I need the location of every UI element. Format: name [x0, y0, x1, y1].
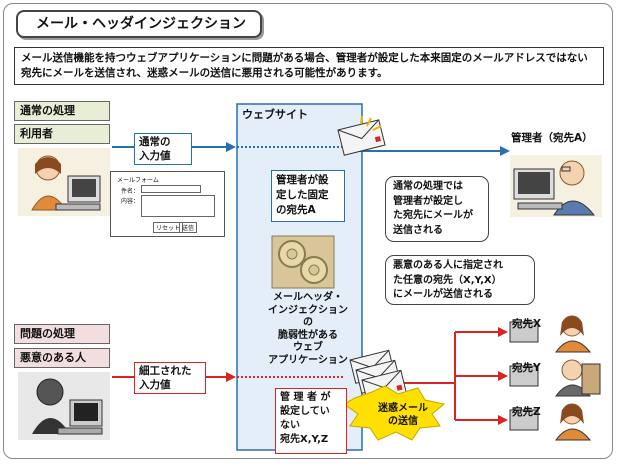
- non-admin-destination-box: 管 理 者 が 設定してい ない 宛先X,Y,Z: [275, 388, 347, 454]
- normal-process-header: 通常の処理: [14, 101, 110, 121]
- user-person-icon: [18, 148, 110, 216]
- spam-label: 迷惑メール の送信: [378, 403, 428, 427]
- form-title: メールフォーム: [117, 177, 159, 184]
- normal-input-label: 通常の 入力値: [134, 133, 192, 165]
- dest-y-label: 宛先Y: [512, 362, 541, 374]
- gear-icon: [271, 235, 335, 289]
- spam-burst-shape: [343, 385, 446, 441]
- fixed-destination-box: 管理者が設 定した固定 の宛先A: [271, 170, 345, 222]
- diagram-title: メール・ヘッダインジェクション: [16, 10, 262, 38]
- form-body-textarea[interactable]: [141, 195, 215, 217]
- form-subject-input[interactable]: [141, 185, 201, 193]
- normal-note-bubble: 通常の処理では 管理者が設定し た宛先にメールが 送信される: [385, 176, 489, 242]
- user-label: 利用者: [14, 124, 110, 144]
- vulnerable-app-label: メールヘッダ・ インジェクション の 脆弱性がある ウェブ アプリケーション: [268, 292, 348, 366]
- attack-note-bubble: 悪意のある人に指定され た任意の宛先（X,Y,X） にメールが送信される: [385, 255, 535, 305]
- dest-x-person-icon: [509, 315, 592, 353]
- description: メール送信機能を持つウェブアプリケーションに問題がある場合、管理者が設定した本来…: [14, 47, 604, 85]
- dest-z-person-icon: [509, 403, 592, 441]
- website-title: ウェブサイト: [242, 108, 308, 121]
- admin-label: 管理者（宛先A）: [511, 132, 593, 144]
- dest-x-label: 宛先X: [512, 318, 542, 330]
- attack-process-header: 問題の処理: [14, 324, 110, 344]
- form-subject-label: 件名：: [121, 188, 140, 195]
- admin-person-icon: [510, 155, 602, 217]
- dest-z-label: 宛先Z: [512, 406, 541, 418]
- mail-form: メールフォーム 件名： 内容： リセット 送信: [110, 171, 225, 237]
- crafted-input-label: 細工された 入力値: [134, 362, 206, 394]
- form-reset-button[interactable]: リセット: [153, 222, 184, 233]
- form-send-button[interactable]: 送信: [179, 222, 198, 233]
- dest-y-person-icon: [509, 359, 601, 397]
- form-body-label: 内容：: [121, 198, 140, 205]
- spark-icon: [360, 115, 382, 131]
- attacker-label: 悪意のある人: [14, 348, 110, 368]
- attacker-person-icon: [18, 372, 110, 440]
- envelope-icon: [337, 119, 386, 156]
